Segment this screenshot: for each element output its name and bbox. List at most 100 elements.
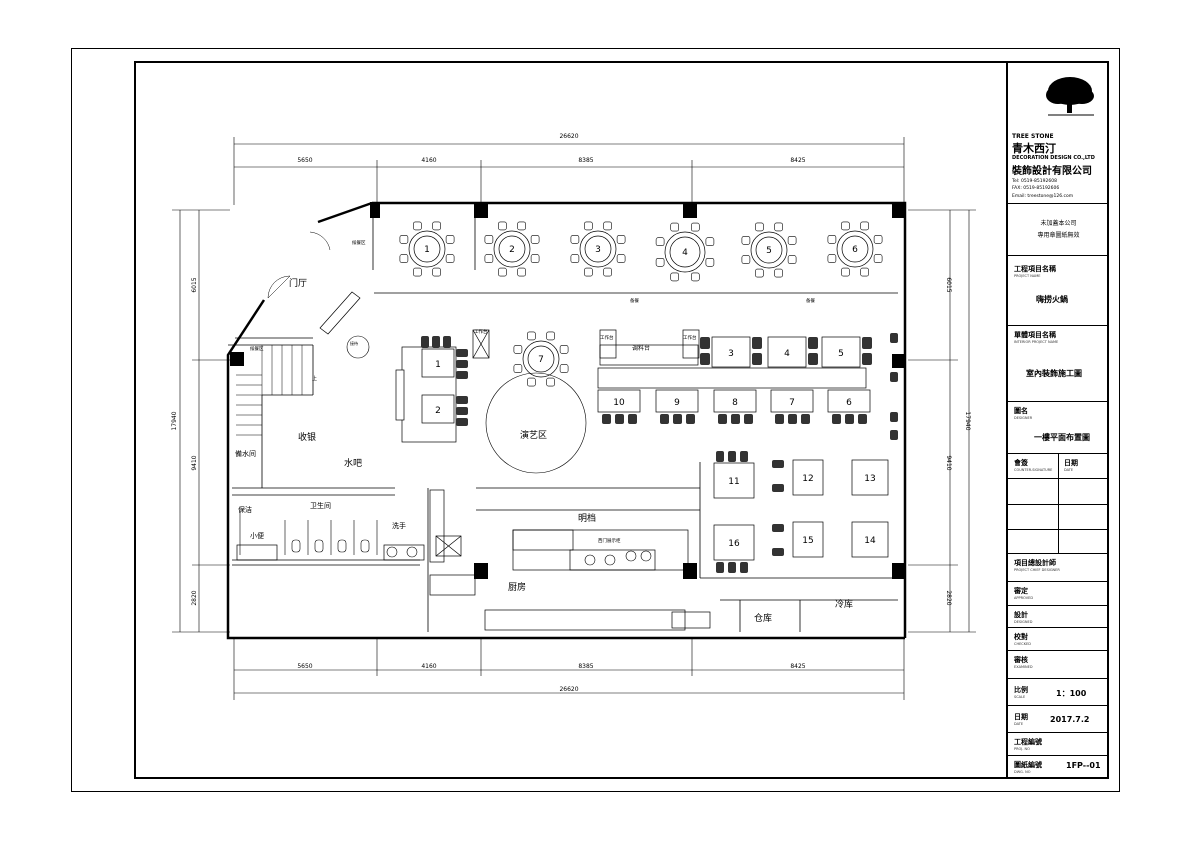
dim-left-seg-1: 6015 xyxy=(191,277,198,292)
room-cleaning: 保洁 xyxy=(238,505,252,514)
booth-label: 13 xyxy=(864,474,875,484)
round-table[interactable]: 1 xyxy=(408,230,446,268)
chair xyxy=(741,255,751,264)
booth-label: 2 xyxy=(435,406,441,416)
round-table[interactable]: 6 xyxy=(836,230,874,268)
round-table-label: 4 xyxy=(682,248,688,258)
chair xyxy=(860,221,869,231)
round-table-label: 6 xyxy=(852,245,858,255)
chair xyxy=(584,267,593,277)
brand-cn: 青木西汀 xyxy=(1012,142,1056,155)
chair xyxy=(559,364,569,373)
booths-east: 11 12 13 16 15 14 xyxy=(713,459,889,561)
dim-seg-1: 5650 xyxy=(297,157,312,164)
unit-value: 室內裝飾施工圖 xyxy=(1026,369,1082,378)
round-table[interactable]: 3 xyxy=(579,230,617,268)
chair xyxy=(690,222,700,232)
drawing-value: 一樓平面布置圖 xyxy=(1034,433,1090,442)
chair xyxy=(670,272,680,282)
date2-label: 日期 xyxy=(1014,713,1028,721)
room-waiting-2: 候餐区 xyxy=(250,345,264,352)
dim-seg-4: 8425 xyxy=(790,157,805,164)
round-table[interactable]: 2 xyxy=(493,230,531,268)
restroom-stalls xyxy=(239,510,418,558)
round-table-label: 3 xyxy=(595,245,601,255)
chair xyxy=(484,235,494,244)
stairs xyxy=(236,345,303,436)
booths-right-top: 3 4 5 10 9 8 7 6 xyxy=(597,336,871,413)
scale-sub: SCALE xyxy=(1014,695,1026,699)
approve-sub: APPROVED xyxy=(1014,596,1034,600)
chair xyxy=(827,235,837,244)
chair xyxy=(413,267,422,277)
chair xyxy=(655,257,665,267)
dim-seg-1-bottom: 5650 xyxy=(297,663,312,670)
dim-right-seg-1: 6015 xyxy=(945,277,952,292)
dim-left-seg-3: 2820 xyxy=(191,590,198,605)
chair xyxy=(498,221,507,231)
project-row: 工程項目名稱 PROJECT NAME 嗨捞火鍋 xyxy=(1008,255,1109,325)
chair xyxy=(603,221,612,231)
room-storage: 仓库 xyxy=(754,612,772,624)
room-cold-storage: 冷库 xyxy=(835,598,853,610)
room-open-counter: 明档 xyxy=(578,512,596,524)
dimension-labels: 26620 5650 4160 8385 8425 5650 4160 8385… xyxy=(171,133,971,693)
room-water-room: 備水间 xyxy=(235,449,256,458)
booth-label: 11 xyxy=(728,477,739,487)
room-urinal: 小便 xyxy=(250,531,264,540)
booth-label: 16 xyxy=(728,539,740,549)
chair xyxy=(616,254,626,263)
chairs xyxy=(399,221,883,387)
room-handwash: 洗手 xyxy=(392,521,406,530)
round-table-label: 2 xyxy=(509,245,515,255)
brand-cn2: 裝飾設計有限公司 xyxy=(1012,166,1092,177)
chair xyxy=(705,257,715,267)
room-cashier: 收银 xyxy=(298,431,316,443)
chair xyxy=(399,235,409,244)
round-table[interactable]: 4 xyxy=(664,231,706,273)
chair xyxy=(616,235,626,244)
chair xyxy=(787,255,797,264)
chair xyxy=(755,268,764,278)
chair xyxy=(774,268,783,278)
round-table[interactable]: 7 xyxy=(522,340,560,378)
chair xyxy=(432,221,441,231)
date2-row: 日期 DATE 2017.7.2 xyxy=(1008,705,1109,732)
chair xyxy=(741,236,751,245)
room-display-cabinet: 西门展示柜 xyxy=(598,537,621,544)
chair xyxy=(527,377,536,387)
booth-label: 10 xyxy=(613,398,625,408)
sign-label: 會簽 xyxy=(1014,459,1028,467)
project-value: 嗨捞火鍋 xyxy=(1036,295,1068,304)
chair xyxy=(432,267,441,277)
host-desk xyxy=(346,335,370,359)
stair-up-label: 上 xyxy=(312,375,317,382)
round-tables-top: 1 2 3 4 5 6 7 xyxy=(408,230,874,378)
chair xyxy=(860,267,869,277)
notice-line-2: 專用章圖紙無效 xyxy=(1037,232,1080,239)
title-block: TREE STONE 青木西汀 DECORATION DESIGN CO.,LT… xyxy=(1006,61,1109,779)
chair xyxy=(484,254,494,263)
chair xyxy=(670,222,680,232)
booth-label: 7 xyxy=(789,398,795,408)
round-table-label: 1 xyxy=(424,245,430,255)
round-table[interactable]: 5 xyxy=(750,231,788,269)
booth-label: 9 xyxy=(674,398,680,408)
stage-circle xyxy=(485,372,587,474)
drawing-name-row: 圖名 DESIGNER 一樓平面布置圖 xyxy=(1008,401,1109,453)
chair xyxy=(517,267,526,277)
drawing-sub: DESIGNER xyxy=(1014,416,1033,420)
chair xyxy=(690,272,700,282)
chair xyxy=(445,235,455,244)
room-labels: 门厅 演艺区 收银 水吧 備水间 保洁 卫生间 小便 洗手 明档 厨房 仓库 冷… xyxy=(235,239,853,624)
project-label: 工程項目名稱 xyxy=(1014,265,1056,273)
check-row: 校對 CHECKED xyxy=(1008,627,1109,650)
chair xyxy=(546,331,555,341)
chair xyxy=(841,267,850,277)
entrance-door xyxy=(267,231,331,299)
design-sub: DESIGNED xyxy=(1014,620,1033,624)
chair xyxy=(755,222,764,232)
stoves xyxy=(584,550,652,566)
dim-left-seg-2: 9410 xyxy=(191,455,198,470)
